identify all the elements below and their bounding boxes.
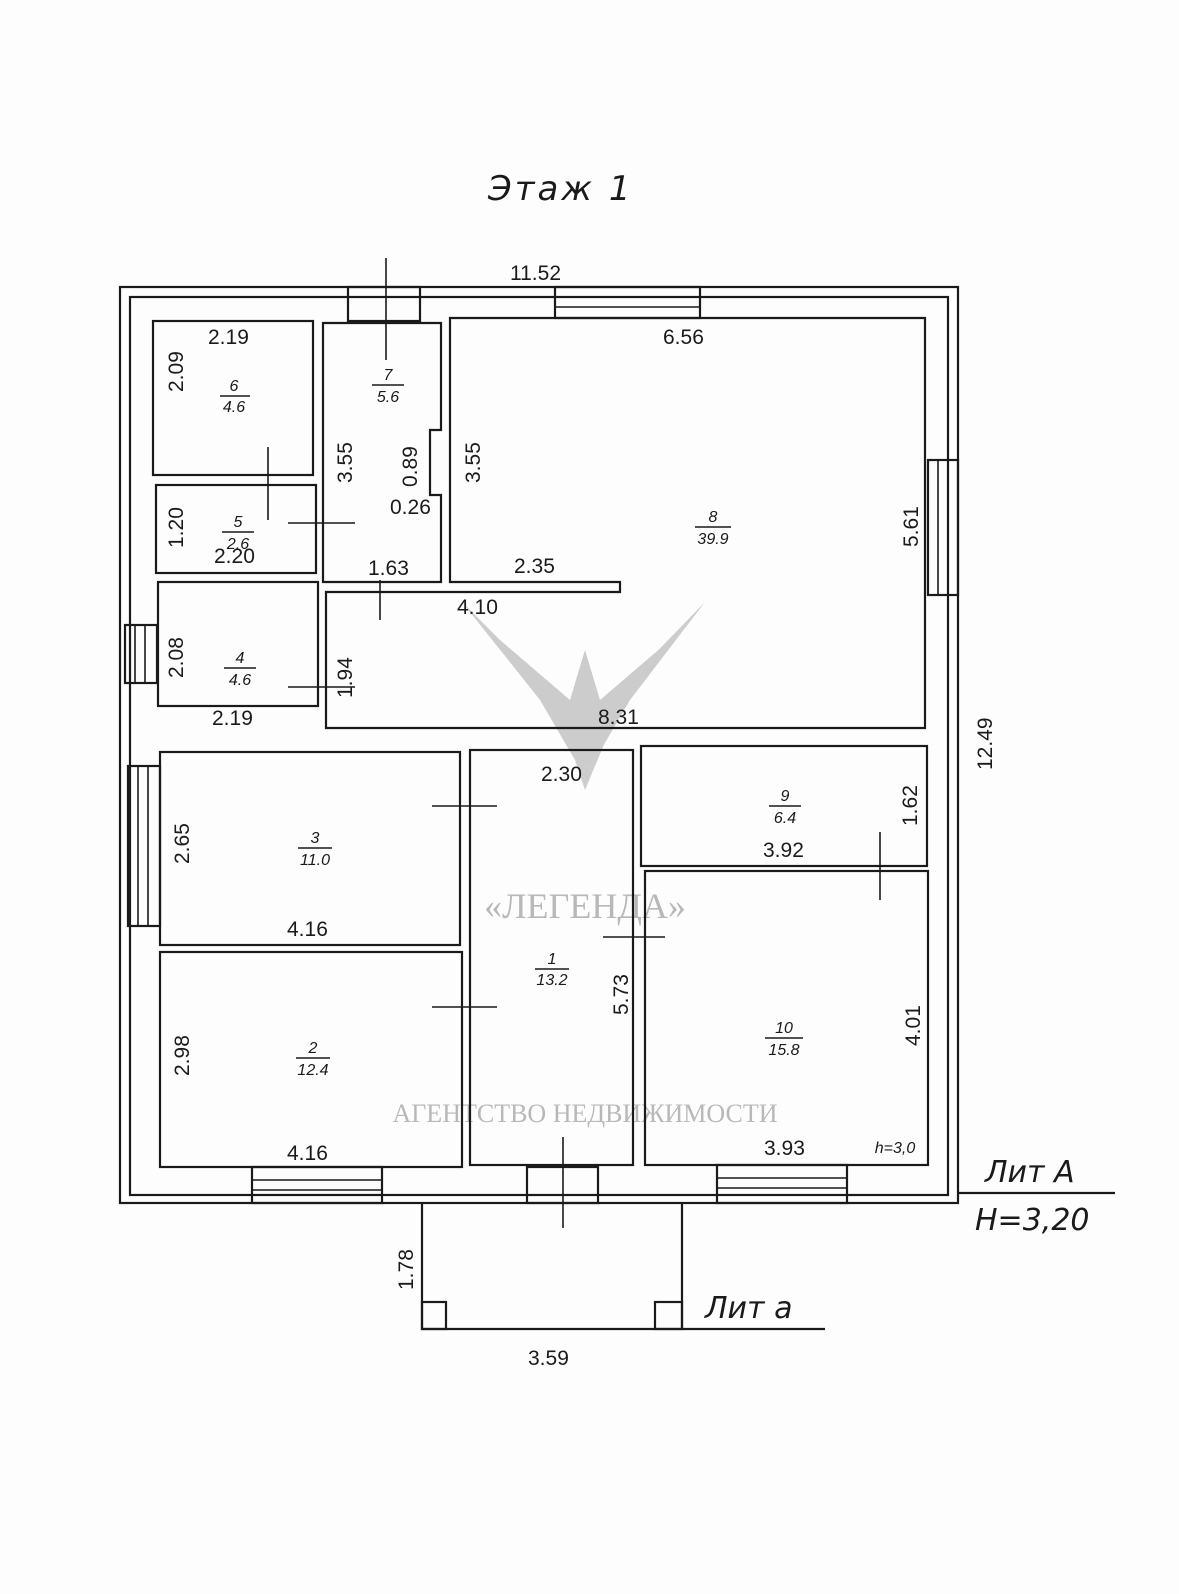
room-3 — [158, 750, 462, 947]
room-5 — [154, 483, 318, 575]
room-label-8: 839.9 — [695, 509, 731, 548]
svg-text:11.0: 11.0 — [300, 852, 330, 869]
svg-text:15.8: 15.8 — [768, 1042, 799, 1059]
svg-text:5.61: 5.61 — [900, 506, 923, 547]
svg-text:4.16: 4.16 — [287, 918, 328, 941]
svg-text:0.89: 0.89 — [399, 446, 422, 487]
svg-text:6: 6 — [230, 378, 239, 395]
svg-text:10: 10 — [775, 1020, 793, 1037]
room-2 — [158, 950, 464, 1169]
svg-text:4.10: 4.10 — [457, 596, 498, 619]
svg-text:13.2: 13.2 — [536, 972, 567, 989]
svg-text:6.4: 6.4 — [774, 810, 796, 827]
lit-porch-label: Лит а — [704, 1291, 792, 1326]
room-label-10: 10 15.8 — [765, 1020, 803, 1059]
svg-text:3.55: 3.55 — [334, 442, 357, 483]
svg-text:5: 5 — [234, 514, 243, 531]
room-9 — [639, 744, 929, 868]
svg-text:2.6: 2.6 — [226, 536, 249, 553]
svg-text:8: 8 — [709, 509, 718, 526]
svg-text:3.55: 3.55 — [462, 442, 485, 483]
svg-text:1.94: 1.94 — [334, 657, 357, 698]
svg-text:1.62: 1.62 — [899, 785, 922, 826]
room-label-3: 311.0 — [298, 830, 332, 869]
svg-text:2.19: 2.19 — [212, 707, 253, 730]
svg-text:3.92: 3.92 — [763, 839, 804, 862]
watermark-name: «ЛЕГЕНДА» — [484, 886, 686, 926]
room-label-4: 44.6 — [224, 650, 256, 689]
svg-text:4: 4 — [236, 650, 245, 667]
svg-text:5.73: 5.73 — [610, 974, 633, 1015]
svg-text:3.93: 3.93 — [764, 1137, 805, 1160]
svg-text:6.56: 6.56 — [663, 326, 704, 349]
porch — [420, 1191, 1115, 1331]
room-4 — [156, 580, 320, 708]
svg-text:2.98: 2.98 — [171, 1035, 194, 1076]
svg-text:1.20: 1.20 — [165, 507, 188, 548]
svg-text:2.08: 2.08 — [165, 637, 188, 678]
svg-text:3: 3 — [311, 830, 320, 847]
svg-text:9: 9 — [781, 788, 790, 805]
dimension-labels: 11.52 12.49 2.19 2.09 2.20 1.20 3.55 0.8… — [165, 262, 997, 1370]
svg-text:8.31: 8.31 — [598, 706, 639, 729]
door-markers — [267, 258, 881, 1228]
room-label-2: 212.4 — [296, 1040, 330, 1079]
room-label-1: 113.2 — [535, 951, 569, 989]
svg-text:12.49: 12.49 — [974, 717, 997, 770]
svg-text:4.6: 4.6 — [223, 399, 245, 416]
room-label-5: 52.6 — [222, 514, 254, 553]
svg-text:11.52: 11.52 — [510, 262, 561, 285]
svg-text:2.65: 2.65 — [171, 823, 194, 864]
room-label-6: 64.6 — [220, 378, 250, 416]
room-label-9: 96.4 — [769, 788, 801, 827]
watermark-eagle-icon — [462, 602, 705, 790]
room-6 — [151, 319, 315, 477]
svg-text:2.20: 2.20 — [214, 545, 255, 568]
svg-text:2.09: 2.09 — [165, 351, 188, 392]
room-10 — [643, 869, 930, 1167]
watermark-subtitle: АГЕНТСТВО НЕДВИЖИМОСТИ — [393, 1099, 778, 1128]
svg-text:5.6: 5.6 — [377, 389, 399, 406]
svg-text:1.78: 1.78 — [395, 1249, 418, 1290]
svg-text:39.9: 39.9 — [697, 531, 728, 548]
room-7 — [321, 321, 443, 584]
svg-text:2: 2 — [308, 1040, 318, 1057]
room-label-7: 75.6 — [372, 367, 404, 406]
svg-text:4.6: 4.6 — [229, 672, 251, 689]
svg-text:12.4: 12.4 — [297, 1062, 328, 1079]
svg-text:1.63: 1.63 — [368, 557, 409, 580]
svg-text:4.16: 4.16 — [287, 1142, 328, 1165]
svg-text:7: 7 — [384, 367, 394, 384]
room-labels: 64.6 52.6 75.6 839.9 44.6 311.0 212.4 11… — [220, 367, 803, 1079]
windows — [123, 285, 960, 1205]
svg-text:2.30: 2.30 — [541, 763, 582, 786]
room-8 — [324, 316, 927, 730]
porch-width: 3.59 — [528, 1347, 569, 1370]
svg-text:4.01: 4.01 — [902, 1005, 925, 1046]
svg-text:1: 1 — [548, 951, 557, 968]
floor-title: Этаж 1 — [487, 169, 633, 209]
svg-text:0.26: 0.26 — [390, 496, 431, 519]
svg-text:2.19: 2.19 — [208, 326, 249, 349]
svg-text:2.35: 2.35 — [514, 555, 555, 578]
room-1 — [468, 748, 635, 1167]
lit-main-label: Лит А — [984, 1155, 1075, 1190]
lit-main-height: Н=3,20 — [975, 1203, 1090, 1238]
ceiling-height-note: h=3,0 — [875, 1140, 916, 1157]
